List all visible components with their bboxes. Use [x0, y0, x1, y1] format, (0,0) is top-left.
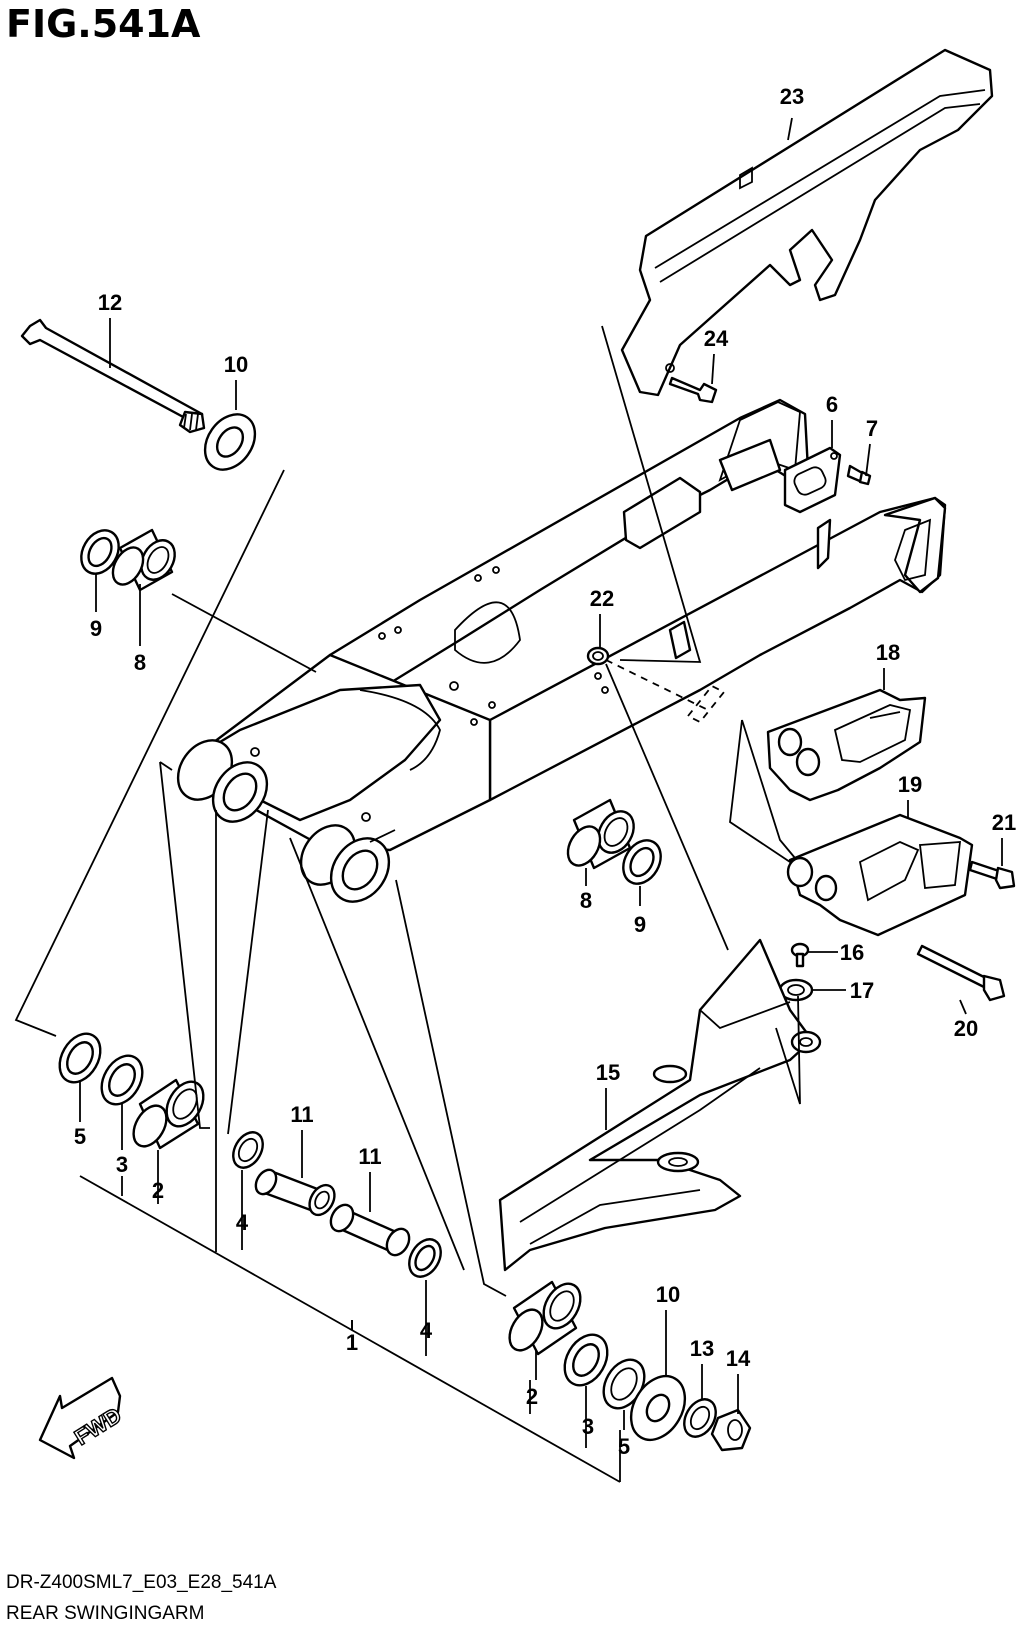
part-2-bearing-right [508, 1280, 582, 1356]
part-8-bearing-right [566, 798, 635, 870]
part-16-screw [790, 942, 810, 968]
part-19-guide-bracket [786, 813, 974, 937]
part-23-chain-case [620, 48, 994, 397]
callout-6: 6 [826, 392, 838, 417]
part-11-collar-upper [254, 1168, 336, 1217]
callout-5-left: 5 [74, 1124, 86, 1149]
callout-9-upper: 9 [90, 616, 102, 641]
callout-16: 16 [840, 940, 864, 965]
part-4-seal-right [408, 1238, 442, 1278]
callout-18: 18 [876, 640, 900, 665]
callout-4-left: 4 [236, 1210, 249, 1235]
part-15-chain-buffer [498, 938, 822, 1272]
callout-1: 1 [346, 1330, 358, 1355]
callout-13: 13 [690, 1336, 714, 1361]
part-10-washer-top [203, 413, 257, 471]
callout-12: 12 [98, 290, 122, 315]
callout-21: 21 [992, 810, 1016, 835]
part-14-nut [710, 1408, 752, 1452]
part-1-swingarm [176, 398, 947, 903]
part-13-washer [683, 1398, 717, 1438]
model-code: DR-Z400SML7_E03_E28_541A [6, 1572, 277, 1593]
part-11-collar-lower [329, 1203, 411, 1257]
callout-11-upper: 11 [290, 1102, 313, 1127]
leader-lines [79, 117, 1003, 1430]
part-18-chain-guide [766, 688, 927, 802]
part-9-seal-right [622, 839, 662, 885]
callout-24: 24 [704, 326, 729, 351]
part-24-screw [668, 376, 718, 404]
part-4-seal-left [232, 1131, 264, 1169]
callout-2-left: 2 [152, 1178, 164, 1203]
callout-14: 14 [726, 1346, 751, 1371]
callout-7: 7 [866, 416, 878, 441]
callout-3-left: 3 [116, 1152, 128, 1177]
part-20-bolt [916, 944, 1006, 1002]
callout-4-right: 4 [420, 1318, 433, 1343]
part-6-adjuster-plate [783, 446, 842, 514]
part-7-bolt [846, 464, 872, 486]
part-3-washer-left [100, 1054, 144, 1106]
callout-8-upper: 8 [134, 650, 146, 675]
part-12-pivot-shaft [20, 318, 206, 434]
part-22-bolt [586, 646, 610, 666]
callout-5-right: 5 [618, 1434, 630, 1459]
callout-11-lower: 11 [358, 1144, 381, 1169]
part-5-seal-right [602, 1358, 646, 1410]
callout-17: 17 [850, 978, 874, 1003]
callout-2-right: 2 [526, 1384, 538, 1409]
callout-19: 19 [898, 772, 922, 797]
callout-8-lower: 8 [580, 888, 592, 913]
assembly-lines [14, 325, 801, 1483]
callout-20: 20 [954, 1016, 978, 1041]
callout-23: 23 [780, 84, 804, 109]
callout-3-right: 3 [582, 1414, 594, 1439]
part-5-seal-left [58, 1032, 102, 1084]
callout-10-top: 10 [224, 352, 248, 377]
part-9-seal-upper-left [80, 529, 120, 575]
callout-9-lower: 9 [634, 912, 646, 937]
figure-title: FIG.541A [6, 2, 201, 46]
part-3-washer-right [563, 1333, 609, 1387]
callout-15: 15 [596, 1060, 620, 1085]
part-21-bolt [968, 860, 1016, 890]
section-name: REAR SWINGINGARM [6, 1603, 205, 1624]
part-10-washer-bottom [629, 1375, 687, 1441]
fwd-arrow: FWD [38, 1376, 126, 1460]
part-8-bearing-upper-left [111, 528, 176, 592]
callout-10-bottom: 10 [656, 1282, 680, 1307]
callout-labels: 23 24 12 10 6 7 9 8 22 18 19 21 8 9 16 1… [74, 84, 1016, 1459]
callout-22: 22 [590, 586, 614, 611]
